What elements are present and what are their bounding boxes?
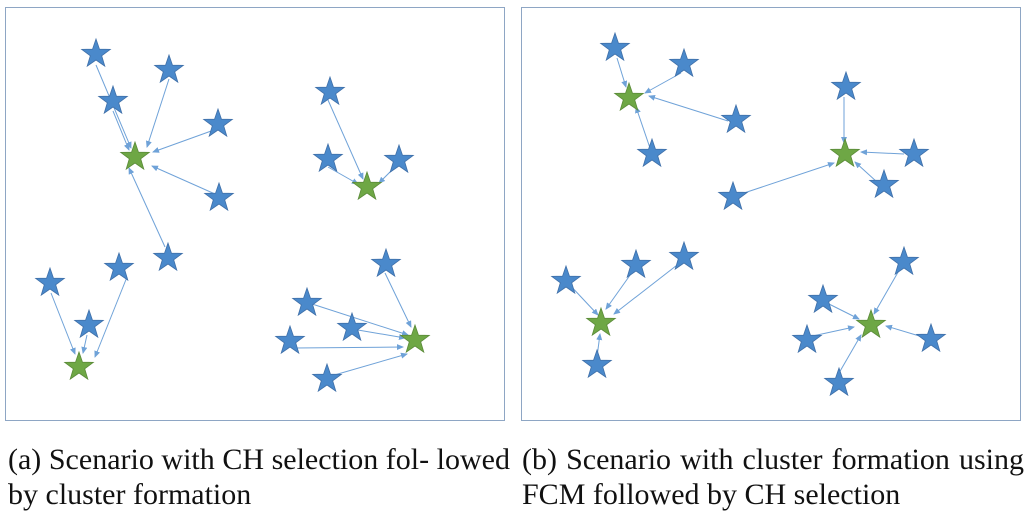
link bbox=[112, 110, 130, 151]
link bbox=[151, 165, 216, 195]
link bbox=[616, 57, 628, 88]
link bbox=[152, 129, 215, 153]
link bbox=[648, 94, 729, 122]
link bbox=[128, 167, 166, 248]
panel-b-frame bbox=[521, 7, 1021, 421]
panel-a-frame bbox=[5, 7, 505, 421]
link bbox=[605, 270, 634, 310]
panel-b-svg bbox=[521, 7, 1021, 421]
caption-a: (a) Scenario with CH selection fol- lowe… bbox=[8, 443, 510, 511]
link bbox=[94, 276, 128, 358]
link bbox=[308, 302, 409, 337]
panel-a-svg bbox=[5, 7, 505, 421]
link bbox=[294, 344, 404, 351]
panel-b-diagram bbox=[521, 7, 1021, 421]
link bbox=[860, 149, 905, 156]
link bbox=[330, 352, 408, 377]
link bbox=[145, 78, 170, 148]
panel-a-diagram bbox=[5, 7, 505, 421]
link bbox=[635, 106, 652, 152]
link bbox=[737, 162, 835, 196]
link bbox=[854, 161, 878, 183]
link bbox=[327, 166, 359, 185]
link bbox=[384, 272, 412, 328]
link bbox=[613, 261, 682, 315]
link bbox=[50, 292, 76, 355]
link bbox=[873, 266, 902, 315]
caption-b: (b) Scenario with cluster formation usin… bbox=[522, 443, 1024, 511]
link bbox=[351, 328, 406, 340]
link bbox=[327, 99, 364, 180]
link bbox=[838, 334, 862, 374]
link bbox=[81, 334, 88, 354]
